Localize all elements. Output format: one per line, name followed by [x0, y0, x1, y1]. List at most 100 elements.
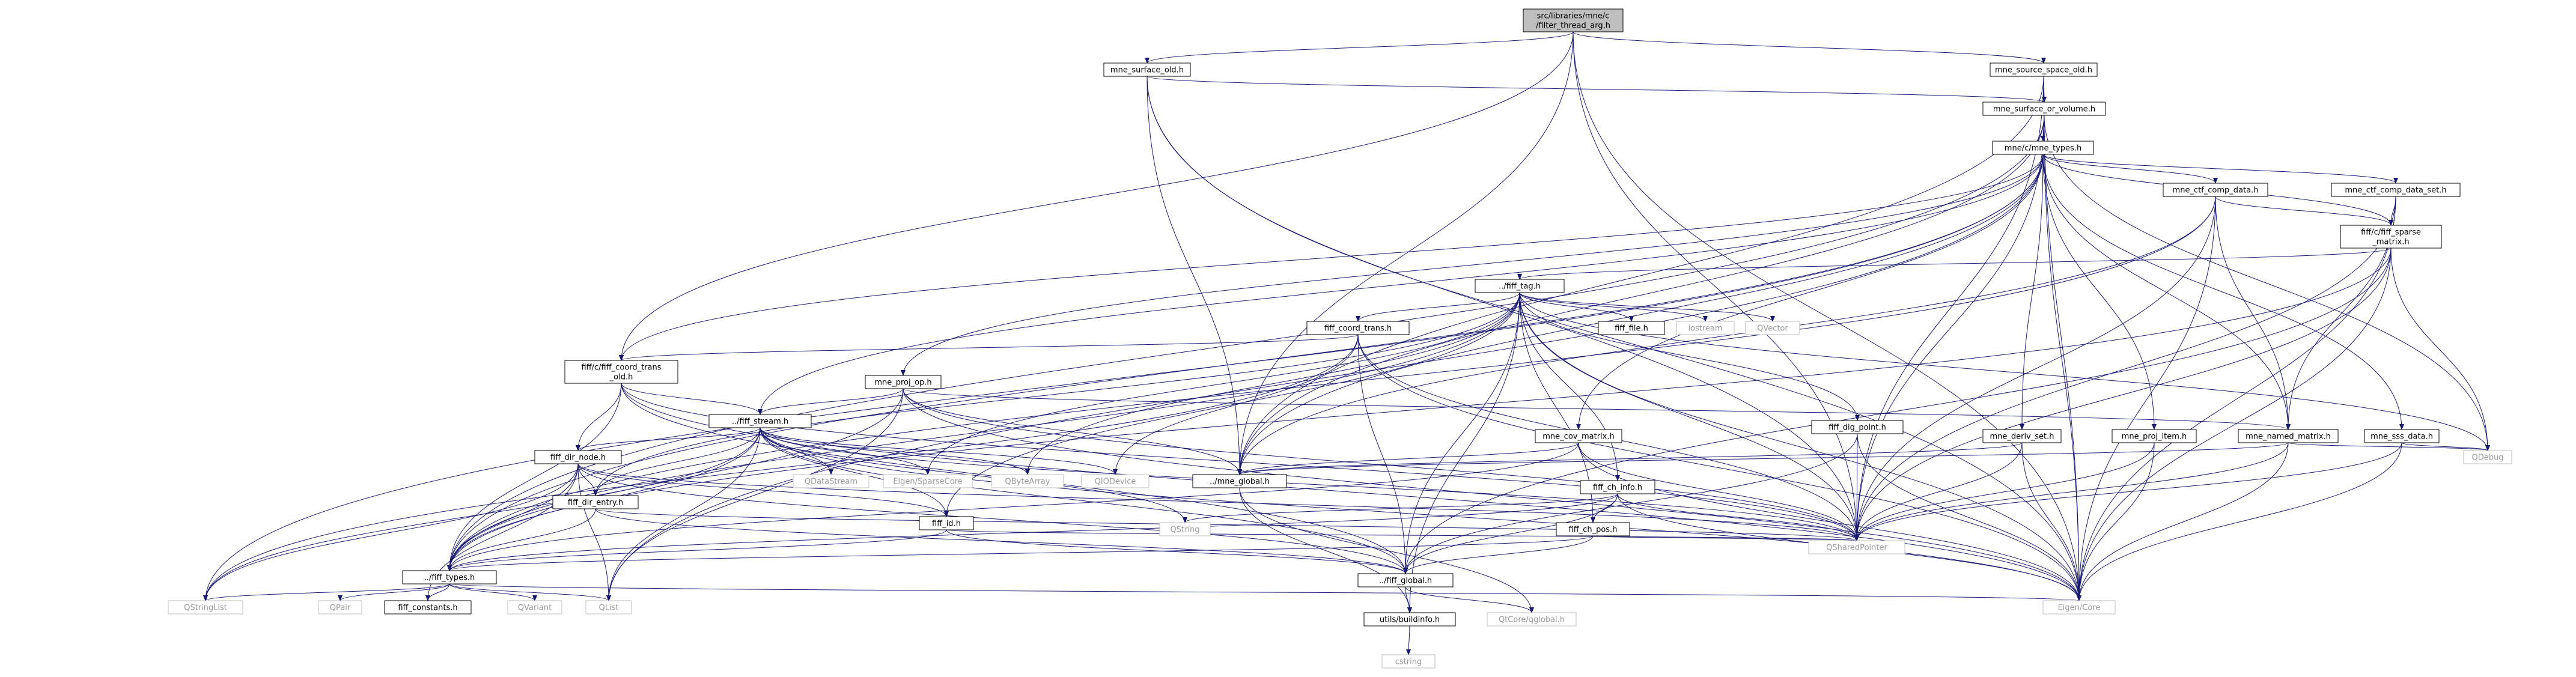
node-mne_proj_op[interactable]: mne_proj_op.h: [865, 375, 942, 389]
node-box: [1487, 612, 1577, 627]
node-label: _matrix.h: [2372, 238, 2409, 247]
edge-fiff_ch_info-to-fiff_ch_pos: [1591, 493, 1618, 523]
node-mne_ctf_comp_data_set[interactable]: mne_ctf_comp_data_set.h: [2331, 183, 2461, 197]
edge-mne_surface_or_volume-to-QDebug: [2044, 115, 2490, 451]
node-fiff_dir_node[interactable]: fiff_dir_node.h: [534, 450, 622, 464]
node-fiff_sparse[interactable]: fiff/c/fiff_sparse_matrix.h: [2340, 225, 2442, 249]
edge-mne_types-to-mne_proj_op: [901, 154, 2044, 376]
node-fiff_id[interactable]: fiff_id.h: [919, 516, 974, 530]
node-box: [1745, 321, 1800, 335]
node-box: [1676, 321, 1735, 335]
node-mne_source_space_old[interactable]: mne_source_space_old.h: [1990, 62, 2098, 77]
edge-fiff_ch_pos-to-fiff_global: [1403, 535, 1594, 574]
edge-utils_buildinfo-to-cstring: [1406, 625, 1411, 655]
node-fiff_ch_pos[interactable]: fiff_ch_pos.h: [1556, 522, 1630, 536]
edge-mne_global-to-QtCore_qglobal: [1239, 487, 1534, 613]
edge-mne_types-to-mne_deriv_set: [2020, 154, 2044, 430]
node-label: QDebug: [2472, 454, 2504, 463]
edge-fiff_dir_entry-to-fiff_types: [447, 508, 596, 571]
node-iostream: iostream: [1676, 321, 1735, 335]
edge-fiff_tag-to-QVector: [1519, 292, 1775, 322]
node-label: QIODevice: [1095, 478, 1136, 487]
edge-mne_ctf_comp_data_set-to-Eigen_Core: [2077, 196, 2396, 601]
node-box: [1992, 141, 2094, 155]
node-label: QVariant: [518, 604, 552, 613]
edge-fiff_id-to-fiff_global: [946, 529, 1408, 574]
node-fiff_tag[interactable]: ../fiff_tag.h: [1475, 279, 1565, 293]
node-box: [1990, 62, 2098, 77]
edge-fiff_tag-to-iostream: [1519, 292, 1708, 322]
node-fiff_types[interactable]: ../fiff_types.h: [402, 570, 497, 584]
node-label: QList: [599, 604, 619, 613]
node-fiff_dir_entry[interactable]: fiff_dir_entry.h: [552, 495, 639, 509]
edge-mne_proj_op-to-Eigen_Core: [903, 388, 2081, 601]
node-box: [1306, 321, 1410, 335]
node-label: mne_named_matrix.h: [2246, 433, 2331, 442]
node-mne_ctf_comp_data[interactable]: mne_ctf_comp_data.h: [2163, 183, 2268, 197]
edge-mne_proj_op-to-QList: [606, 388, 904, 601]
edge-fiff_sparse-to-fiff_global: [1403, 247, 2392, 574]
node-fiff_constants[interactable]: fiff_constants.h: [384, 600, 472, 615]
node-box: [1363, 612, 1456, 627]
edge-fiff_dir_node-to-fiff_id: [577, 463, 949, 517]
node-mne_global[interactable]: ../mne_global.h: [1192, 474, 1287, 488]
edge-fiff_tag-to-fiff_dir_entry: [593, 292, 1520, 496]
node-label: iostream: [1688, 324, 1722, 333]
edge-fiff_ch_pos-to-fiff_types: [447, 535, 1594, 571]
edge-fiff_ch_pos-to-QSharedPointer: [1592, 535, 1859, 541]
edge-fiff_tag-to-fiff_global: [1403, 292, 1520, 574]
edge-mne_surface_old-to-mne_global: [1146, 76, 1242, 475]
edge-mne_types-to-mne_global: [1237, 154, 2044, 475]
node-mne_cov_matrix[interactable]: mne_cov_matrix.h: [1535, 429, 1622, 443]
edge-mne_proj_item-to-QSharedPointer: [1854, 442, 2155, 541]
node-mne_surface_old[interactable]: mne_surface_old.h: [1103, 62, 1191, 77]
node-label: mne_deriv_set.h: [1990, 433, 2054, 442]
node-fiff_stream[interactable]: ../fiff_stream.h: [708, 414, 812, 428]
node-label: mne_cov_matrix.h: [1542, 433, 1614, 442]
node-mne_deriv_set[interactable]: mne_deriv_set.h: [1982, 429, 2062, 443]
node-label: mne_proj_op.h: [874, 378, 931, 387]
node-label: cstring: [1395, 658, 1422, 667]
node-label: QSharedPointer: [1826, 544, 1887, 553]
edge-mne_ctf_comp_data-to-fiff_sparse: [2215, 196, 2393, 226]
edge-mne_deriv_set-to-mne_global: [1237, 442, 2023, 475]
node-utils_buildinfo[interactable]: utils/buildinfo.h: [1363, 612, 1456, 627]
node-fiff_global[interactable]: ../fiff_global.h: [1357, 573, 1454, 587]
node-box: [2238, 429, 2339, 443]
edge-fiff_stream-to-QIODevice: [760, 427, 1118, 475]
node-fiffc_coord_trans_old[interactable]: fiff/c/fiff_coord_trans_old.h: [564, 360, 678, 384]
node-mne_sss_data[interactable]: mne_sss_data.h: [2364, 429, 2440, 443]
node-QDataStream: QDataStream: [793, 474, 869, 488]
edge-mne_surface_or_volume-to-Eigen_Core: [2044, 115, 2081, 601]
node-box: [793, 474, 869, 488]
node-fiff_file[interactable]: fiff_file.h: [1598, 321, 1665, 335]
edge-fiff_types-to-QList: [449, 583, 611, 601]
node-fiff_coord_trans[interactable]: fiff_coord_trans.h: [1306, 321, 1410, 335]
node-box: [384, 600, 472, 615]
edge-fiff_stream-to-fiff_id: [760, 427, 949, 517]
node-box: [318, 600, 362, 615]
edge-fiffc_coord_trans_old-to-fiff_dir_node: [576, 383, 622, 451]
node-label: /filter_thread_arg.h: [1536, 22, 1610, 31]
node-root[interactable]: src/libraries/mne/c/filter_thread_arg.h: [1523, 8, 1624, 32]
node-QByteArray: QByteArray: [991, 474, 1064, 488]
node-mne_proj_item[interactable]: mne_proj_item.h: [2112, 429, 2197, 443]
edge-mne_ctf_comp_data-to-mne_global: [1237, 196, 2216, 475]
node-mne_named_matrix[interactable]: mne_named_matrix.h: [2238, 429, 2339, 443]
edge-fiff_coord_trans-to-fiff_global: [1357, 334, 1408, 574]
edge-fiff_coord_trans-to-fiffc_coord_trans_old: [619, 334, 1359, 361]
edge-mne_ctf_comp_data-to-fiff_types: [447, 196, 2216, 571]
node-fiff_ch_info[interactable]: fiff_ch_info.h: [1580, 480, 1655, 494]
node-box: [1982, 429, 2062, 443]
edge-fiffc_coord_trans_old-to-fiff_types: [447, 383, 622, 571]
node-mne_surface_or_volume[interactable]: mne_surface_or_volume.h: [1982, 102, 2106, 116]
node-fiff_dig_point[interactable]: fiff_dig_point.h: [1811, 420, 1904, 434]
node-label: fiff_ch_pos.h: [1569, 526, 1618, 535]
edge-fiff_sparse-to-QSharedPointer: [1854, 247, 2392, 541]
edge-mne_surface_or_volume-to-mne_global: [1237, 115, 2045, 475]
edge-mne_source_space_old-to-mne_global: [1237, 76, 2044, 475]
node-mne_types[interactable]: mne/c/mne_types.h: [1992, 141, 2094, 155]
edge-mne_ctf_comp_data_set-to-QSharedPointer: [1854, 196, 2396, 541]
edge-fiff_sparse-to-fiff_tag: [1517, 247, 2392, 280]
edge-mne_proj_op-to-fiff_types: [447, 388, 904, 571]
